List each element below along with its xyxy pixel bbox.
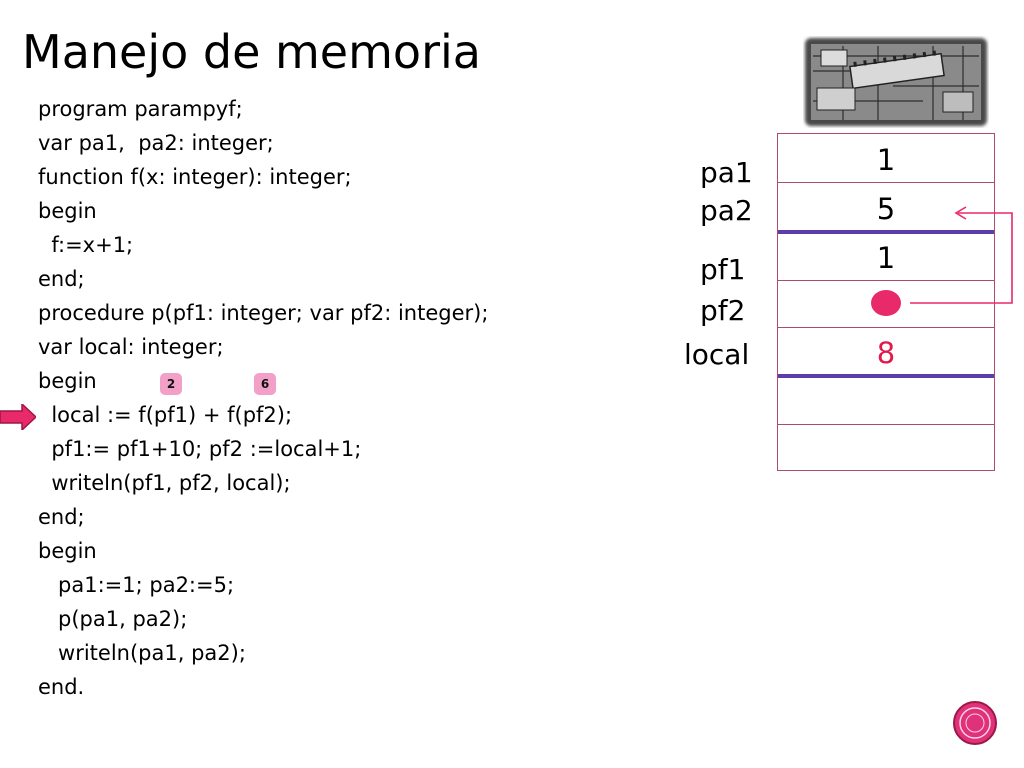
code-line: var pa1, pa2: integer; (38, 131, 274, 155)
code-line: begin (38, 539, 97, 563)
memory-chip-photo (805, 38, 987, 126)
label-pa2: pa2 (700, 194, 753, 227)
code-line: begin (38, 369, 97, 393)
call-result-marker: 2 (160, 373, 182, 395)
memory-stack (777, 133, 995, 471)
code-line: program parampyf; (38, 97, 243, 121)
label-local: local (684, 338, 750, 371)
frame-separator (778, 230, 994, 234)
code-line: pf1:= pf1+10; pf2 :=local+1; (38, 437, 362, 461)
code-line: pa1:=1; pa2:=5; (38, 573, 235, 597)
slide-title: Manejo de memoria (22, 25, 481, 79)
code-line: f:=x+1; (38, 233, 134, 257)
memory-cell-divider (778, 327, 994, 328)
reference-dot (871, 290, 901, 316)
code-line: writeln(pa1, pa2); (38, 641, 246, 665)
code-line: end; (38, 505, 85, 529)
value-local: 8 (876, 336, 896, 370)
label-pf2: pf2 (700, 294, 746, 327)
value-pf1: 1 (876, 241, 896, 275)
memory-cell-divider (778, 280, 994, 281)
code-listing: program parampyf; var pa1, pa2: integer;… (38, 92, 578, 704)
code-line: end; (38, 267, 85, 291)
code-line: var local: integer; (38, 335, 224, 359)
memory-cell-divider (778, 182, 994, 183)
label-pa1: pa1 (700, 156, 753, 189)
code-line: procedure p(pf1: integer; var pf2: integ… (38, 301, 489, 325)
code-line-current: local := f(pf1) + f(pf2); (38, 403, 293, 427)
code-line: begin (38, 199, 97, 223)
code-line: writeln(pf1, pf2, local); (38, 471, 291, 495)
value-pa2: 5 (876, 192, 896, 226)
code-line: end. (38, 675, 85, 699)
memory-cell-divider (778, 424, 994, 425)
frame-separator (778, 374, 994, 378)
arrow-right-icon (0, 404, 36, 430)
reference-arrow-icon (910, 206, 1013, 304)
nav-circle-icon[interactable] (952, 700, 998, 746)
value-pa1: 1 (876, 143, 896, 177)
code-line: function f(x: integer): integer; (38, 165, 352, 189)
call-result-marker: 6 (254, 373, 276, 395)
label-pf1: pf1 (700, 253, 746, 286)
code-line: p(pa1, pa2); (38, 607, 188, 631)
